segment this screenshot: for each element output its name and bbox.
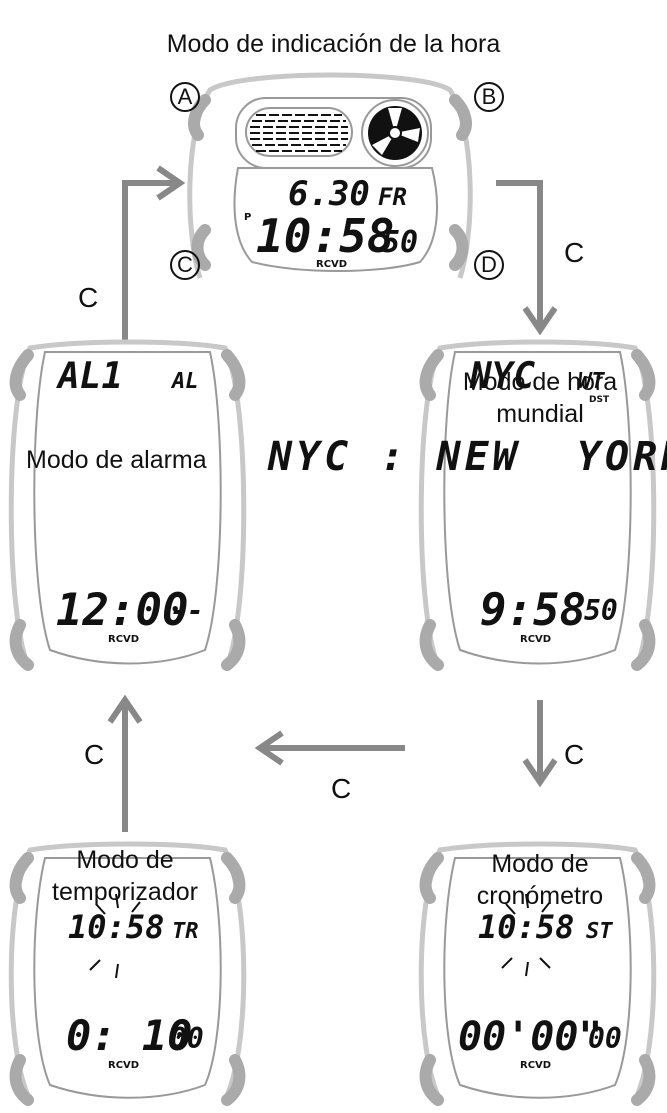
stopwatch-title-line2: cronómetro: [476, 882, 604, 910]
stopwatch-title-line1: Modo de: [491, 850, 589, 878]
stopwatch-mode-indicator: ST: [586, 919, 613, 944]
stopwatch-time: 00'00": [458, 1014, 603, 1060]
stopwatch-top-time: 10:58: [478, 908, 574, 946]
watch-stopwatch: [418, 841, 657, 1106]
timekeeping-rcvd: RCVD: [316, 259, 347, 270]
worldtime-city: NYC: [469, 356, 535, 397]
worldtime-seconds: 50: [584, 594, 618, 627]
timekeeping-seconds: 50: [382, 225, 418, 260]
timekeeping-day: FR: [378, 183, 407, 211]
alarm-mode-indicator: AL: [170, 369, 199, 394]
timer-title-line1: Modo de: [76, 846, 174, 874]
timekeeping-pm-indicator: P: [244, 212, 251, 223]
stopwatch-title: Modo de cronómetro: [420, 848, 660, 912]
worldtime-title: Modo de hora mundial: [420, 366, 660, 430]
alarm-time: 12:00: [56, 585, 188, 636]
button-d-label: D: [474, 250, 504, 280]
stopwatch-seconds: 00: [588, 1022, 622, 1055]
worldtime-time: 9:58: [480, 585, 586, 636]
watch-timekeeping: [187, 72, 473, 279]
arrow-stopwatch-to-timer: [254, 730, 405, 766]
arrow-c-label-alarm-to-timekeeping: C: [78, 282, 99, 313]
watch-world-time: [418, 339, 657, 672]
timer-rcvd: RCVD: [108, 1060, 139, 1071]
arrow-c-label-timer-to-alarm: C: [84, 739, 105, 770]
alarm-number: AL1: [56, 356, 123, 397]
timer-top-time: 10:58: [68, 908, 164, 946]
timer-title-line2: temporizador: [52, 878, 198, 906]
arrow-timekeeping-to-worldtime: [496, 180, 558, 336]
timer-mode-indicator: TR: [172, 919, 199, 944]
watch-alarm: [8, 339, 247, 672]
timer-time: 0: 10: [66, 1011, 192, 1060]
alarm-title: Modo de alarma: [26, 446, 207, 474]
worldtime-title-line1: Modo de hora: [462, 368, 618, 396]
arrow-c-label-worldtime-to-stopwatch: C: [564, 739, 585, 770]
timekeeping-date: 6.30: [288, 174, 370, 214]
timer-title: Modo de temporizador: [10, 844, 240, 908]
arrow-worldtime-to-stopwatch: [522, 700, 558, 788]
alarm-rcvd: RCVD: [108, 634, 139, 645]
timekeeping-time: 10:58: [256, 209, 394, 263]
worldtime-title-line2: mundial: [496, 400, 584, 428]
worldtime-dst: DST: [589, 395, 610, 405]
button-a-label: A: [170, 82, 200, 112]
timekeeping-title: Modo de indicación de la hora: [166, 30, 501, 58]
worldtime-rcvd: RCVD: [520, 634, 551, 645]
arrow-c-label-timekeeping-to-worldtime: C: [564, 237, 585, 268]
worldtime-mode-indicator: WT: [578, 369, 605, 394]
button-b-label: B: [474, 82, 504, 112]
worldtime-city-display: NYC : NEW YORK: [268, 434, 667, 480]
button-c-label: C: [170, 250, 200, 280]
alarm-seconds: --: [170, 594, 204, 627]
arrow-timer-to-alarm: [107, 694, 143, 832]
stopwatch-rcvd: RCVD: [520, 1060, 551, 1071]
arrow-alarm-to-timekeeping: [122, 165, 186, 405]
arrow-c-label-stopwatch-to-timer: C: [331, 773, 352, 804]
timer-seconds: 00: [170, 1022, 204, 1055]
watch-timer: [8, 841, 247, 1106]
